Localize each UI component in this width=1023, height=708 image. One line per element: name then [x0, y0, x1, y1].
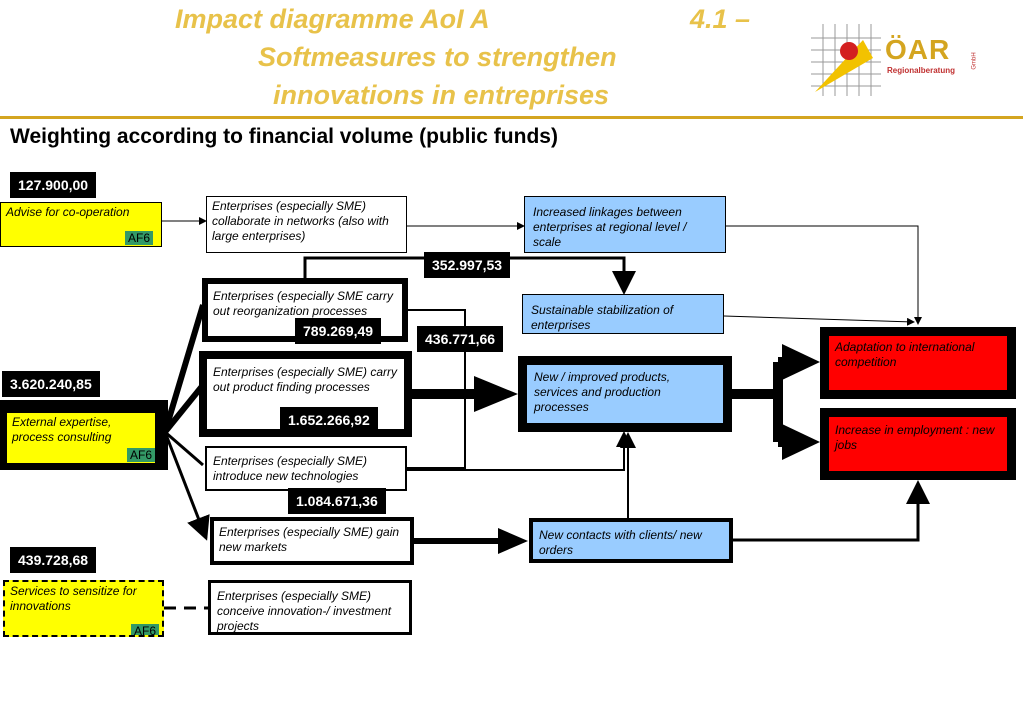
- input-label: External expertise, process consulting: [12, 415, 112, 444]
- amount-advise: 127.900,00: [10, 172, 97, 198]
- af6-tag: AF6: [127, 448, 155, 462]
- oar-logo: ÖAR Regionalberatung GmbH: [803, 20, 983, 100]
- input-advise-cooperation: Advise for co-operation AF6: [0, 202, 162, 247]
- impact-adaptation-competition: Adaptation to international competition: [820, 327, 1016, 399]
- result-new-contacts: New contacts with clients/ new orders: [529, 518, 733, 563]
- result-new-products: New / improved products, services and pr…: [518, 356, 732, 432]
- impact-employment: Increase in employment : new jobs: [820, 408, 1016, 480]
- input-label: Advise for co-operation: [6, 205, 130, 219]
- output-new-markets: Enterprises (especially SME) gain new ma…: [210, 517, 414, 565]
- output-conceive-projects: Enterprises (especially SME) conceive in…: [208, 580, 412, 635]
- amount-external-expertise: 3.620.240,85: [2, 371, 100, 397]
- output-collaborate: Enterprises (especially SME) collaborate…: [206, 196, 407, 253]
- amount-436771: 436.771,66: [417, 326, 504, 352]
- input-sensitize-innovations: Services to sensitize for innovations AF…: [3, 580, 164, 637]
- logo-text: ÖAR: [885, 34, 951, 65]
- title-line3: innovations in entreprises: [273, 80, 610, 110]
- logo-subtext: Regionalberatung: [887, 66, 956, 75]
- amount-1652266: 1.652.266,92: [280, 407, 378, 433]
- title-line1b: 4.1 –: [690, 4, 751, 34]
- input-label: Services to sensitize for innovations: [10, 584, 137, 613]
- output-new-technologies: Enterprises (especially SME) introduce n…: [205, 446, 407, 491]
- amount-sensitize: 439.728,68: [10, 547, 97, 573]
- amount-352997: 352.997,53: [424, 252, 511, 278]
- amount-789269: 789.269,49: [295, 318, 382, 344]
- input-external-expertise: External expertise, process consulting A…: [6, 412, 156, 464]
- af6-tag: AF6: [125, 231, 154, 245]
- logo-graphic: [811, 24, 881, 96]
- amount-1084671: 1.084.671,36: [288, 488, 386, 514]
- af6-tag: AF6: [131, 624, 160, 635]
- title-line2: Softmeasures to strengthen: [258, 42, 617, 72]
- result-increased-linkages: Increased linkages between enterprises a…: [524, 196, 726, 253]
- page-subtitle: Weighting according to financial volume …: [10, 125, 558, 148]
- result-sustainable-stabilization: Sustainable stabilization of enterprises: [522, 294, 724, 334]
- title-line1a: Impact diagramme AoI A: [175, 4, 490, 34]
- header-divider: [0, 116, 1023, 119]
